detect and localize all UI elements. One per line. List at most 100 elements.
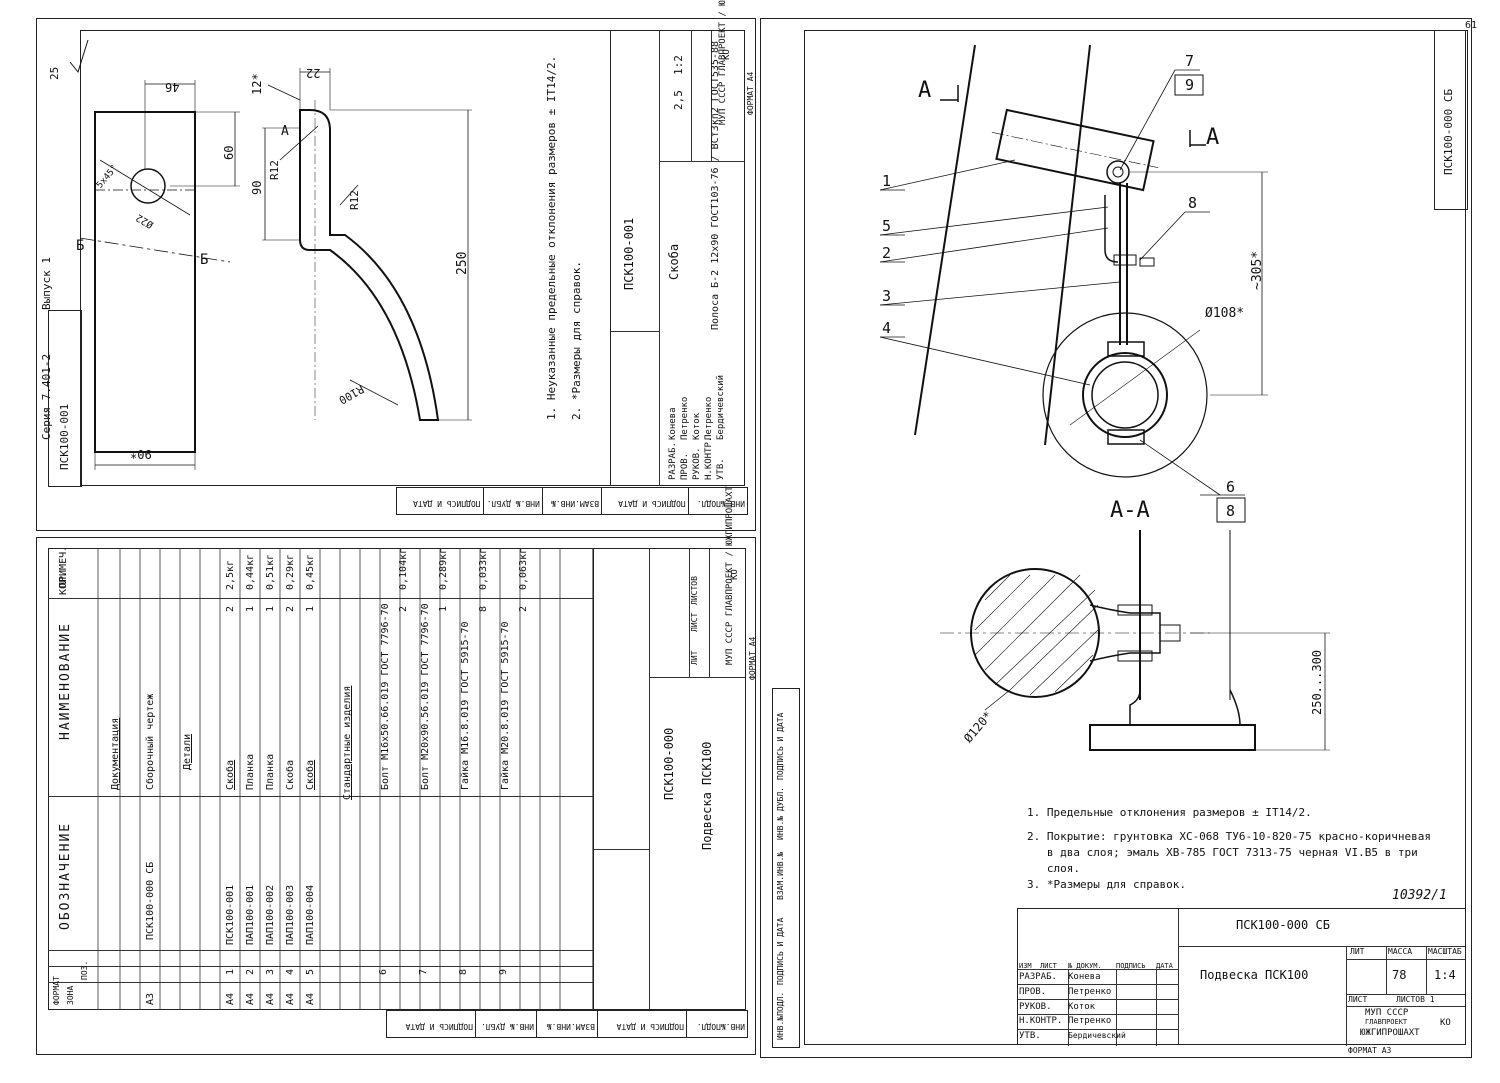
assembly-stamp-1: ИНВ.№ПОДЛ. (776, 991, 785, 1040)
assembly-org-1: МУП СССР (1365, 1008, 1409, 1018)
spec-row-name: Скоба (305, 759, 316, 790)
spec-row-pos: 1 (225, 968, 236, 975)
detail-person-4: Петренко (704, 396, 714, 440)
spec-side-stamp: ИНВ.№ПОДЛ. ПОДПИСЬ И ДАТА ВЗАМ.ИНВ.№ ИНВ… (386, 1010, 748, 1038)
assembly-person-4: Петренко (1068, 1016, 1112, 1026)
spec-row-pos: 3 (265, 968, 276, 975)
assembly-scale: 1:4 (1434, 968, 1456, 982)
detail-mass: 2,5 (672, 90, 685, 110)
assembly-head-date: ДАТА (1156, 962, 1173, 970)
assembly-head-izm: ИЗМ (1019, 962, 1032, 970)
callout-3: 3 (882, 287, 892, 305)
assembly-person-5: Бердичевский (1068, 1031, 1126, 1040)
corner-code: ПСК100-000 СБ (1442, 88, 1455, 175)
spec-title-block (593, 548, 746, 1010)
dim-46: 46 (165, 80, 180, 94)
stamp-cell: ПОДПИСЬ И ДАТА (405, 1022, 473, 1031)
stamp-cell: ПОДПИСЬ И ДАТА (597, 1011, 686, 1037)
section-label: А-А (1110, 498, 1150, 523)
side-code-box (48, 310, 82, 487)
detail-title-block (610, 30, 745, 486)
spec-row-pos: 6 (378, 968, 389, 975)
spec-row-qty: 2 (225, 605, 236, 612)
spec-row-fmt: А3 (145, 992, 156, 1005)
spec-row-qty: 1 (265, 605, 276, 612)
detail-note-2: 2. *Размеры для справок. (570, 261, 583, 420)
assembly-header-scale: МАСШТАБ (1428, 947, 1462, 956)
assembly-org-2: ГЛАВПРОЕКТ (1365, 1018, 1408, 1026)
detail-scale: 1:2 (672, 55, 685, 75)
callout-8: 8 (1188, 194, 1198, 212)
assembly-role-3: РУКОВ. (1019, 1002, 1052, 1012)
detail-role-5: УТВ. (716, 458, 726, 480)
spec-row-code: ПАП100-003 (285, 884, 296, 945)
assembly-person-1: Конева (1068, 972, 1101, 982)
callout-1: 1 (882, 172, 892, 190)
spec-row-note: 0,29кг (285, 553, 296, 590)
spec-row-qty: 2 (398, 605, 409, 612)
spec-row-name: Болт М20x90.56.019 ГОСТ 7796-70 (420, 603, 431, 790)
spec-header-code: ОБОЗНАЧЕНИЕ (58, 821, 73, 930)
spec-sheet (36, 537, 756, 1055)
assembly-name: Подвеска ПСК100 (1200, 968, 1309, 982)
dim-60: 60 (222, 145, 236, 160)
assembly-side-stamp (772, 688, 800, 1048)
detail-format: ФОРМАТ А4 (746, 71, 755, 115)
spec-row-code: ПАП100-004 (305, 884, 316, 945)
assembly-sheet-label: ЛИСТ (1348, 995, 1368, 1004)
dim-r12b: R12 (348, 190, 361, 210)
spec-row-note: 0,104кг (398, 547, 409, 590)
detail-doc-code: ПСК100-001 (622, 217, 636, 290)
stamp-cell: ИНВ.№ ДУБЛ. (475, 1011, 536, 1037)
detail-role-1: РАЗРАБ. (668, 442, 678, 480)
spec-row-qty: 1 (305, 605, 316, 612)
spec-header-pos: ПОЗ. (80, 960, 89, 980)
assembly-note-1: 1. Предельные отклонения размеров ± IT14… (1027, 806, 1312, 819)
assembly-note-2: 2. Покрытие: грунтовка ХС-068 ТУ6-10-820… (1027, 830, 1431, 843)
assembly-note-3: 3. *Размеры для справок. (1027, 878, 1186, 891)
callout-7: 7 (1185, 52, 1195, 70)
section-a-mark: А (281, 124, 289, 139)
spec-row-name: Гайка М16.8.019 ГОСТ 5915-70 (460, 621, 471, 790)
assembly-stamp-4: ИНВ.№ ДУБЛ. (776, 787, 785, 840)
assembly-doc-code: ПСК100-000 СБ (1236, 918, 1330, 932)
spec-row-qty: 1 (245, 605, 256, 612)
stamp-cell: ПОДПИСЬ И ДАТА (413, 499, 481, 508)
spec-row-code: ПСК100-001 (225, 884, 236, 945)
spec-row-qty: 2 (518, 605, 529, 612)
detail-person-1: Конева (668, 407, 678, 440)
assembly-role-2: ПРОВ. (1019, 987, 1047, 997)
callout-2: 2 (882, 244, 892, 262)
sheet-number: 61 (1465, 20, 1478, 31)
spec-row-pos: 2 (245, 968, 256, 975)
spec-row-fmt: А4 (225, 992, 236, 1005)
callout-6: 6 (1226, 478, 1236, 496)
assembly-inner-frame (804, 30, 1466, 1045)
assembly-stamp-5: ПОДПИСЬ И ДАТА (776, 712, 785, 780)
spec-row-qty: 1 (438, 605, 449, 612)
spec-header-note: ПРИМЕЧ. (58, 545, 69, 588)
spec-row-name: Гайка М20.8.019 ГОСТ 5915-70 (500, 621, 511, 790)
detail-person-5: Бердичевский (716, 374, 726, 440)
assembly-head-list: ЛИСТ (1040, 962, 1057, 970)
spec-header-format: ФОРМАТ (52, 976, 61, 1005)
spec-row-name: Планка (265, 753, 276, 790)
spec-header-lit: ЛИТ (690, 650, 699, 665)
assembly-stamp-3: ВЗАМ.ИНВ.№ (776, 851, 785, 900)
spec-row-pos: 5 (305, 968, 316, 975)
spec-row-pos: 8 (458, 968, 469, 975)
spec-row-std: Стандартные изделия (342, 685, 353, 800)
spec-row-code: ПСК100-000 СБ (145, 861, 156, 940)
spec-header-name: НАИМЕНОВАНИЕ (58, 622, 73, 740)
spec-row-note: 0,063кг (518, 547, 529, 590)
assembly-role-5: УТВ. (1019, 1031, 1041, 1041)
handwritten-number: 10392/1 (1392, 888, 1447, 903)
detail-note-1: 1. Неуказанные предельные отклонения раз… (545, 55, 558, 420)
assembly-head-doc: № ДОКУМ. (1068, 962, 1102, 970)
spec-row-name: Планка (245, 753, 256, 790)
spec-row-details: Детали (182, 733, 193, 770)
assembly-header-mass: МАССА (1388, 947, 1413, 956)
spec-row-note: 0,289кг (438, 547, 449, 590)
stamp-cell: ВЗАМ.ИНВ.№ (536, 1011, 597, 1037)
detail-side-stamp: ИНВ.№ПОДЛ. ПОДПИСЬ И ДАТА ВЗАМ.ИНВ.№ ИНВ… (396, 487, 748, 515)
